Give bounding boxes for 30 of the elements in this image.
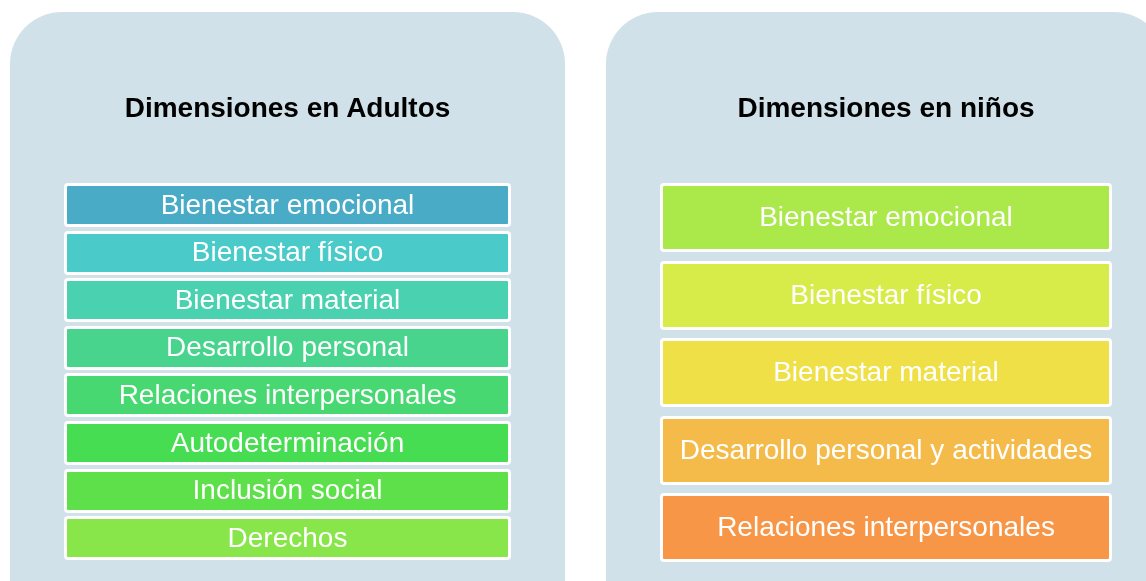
dimension-bar xyxy=(64,468,511,513)
dimension-label: Bienestar emocional xyxy=(160,189,415,221)
dimension-label: Desarrollo personal y actividades xyxy=(679,434,1093,466)
dimension-bar xyxy=(64,325,511,370)
panel-background xyxy=(606,12,1146,581)
dimension-bar xyxy=(660,183,1112,252)
dimension-bar xyxy=(64,421,511,465)
dimension-bar xyxy=(660,415,1112,485)
dimension-bar xyxy=(64,230,511,275)
dimension-label: Relaciones interpersonales xyxy=(118,380,457,411)
dimension-bar xyxy=(660,260,1112,330)
dimension-label: Derechos xyxy=(227,522,348,554)
dimension-bar xyxy=(64,183,511,227)
dimension-bar xyxy=(660,338,1112,407)
dimension-label: Bienestar material xyxy=(174,284,401,316)
panel-background xyxy=(10,12,565,581)
dimension-bar xyxy=(64,278,511,323)
panel-title: Dimensiones en niños xyxy=(736,92,1036,124)
dimension-bar xyxy=(660,493,1112,562)
dimension-label: Bienestar físico xyxy=(191,237,384,268)
dimension-label: Inclusión social xyxy=(192,475,383,506)
dimension-label: Bienestar emocional xyxy=(759,202,1013,233)
dimension-label: Relaciones interpersonales xyxy=(717,512,1055,543)
dimension-label: Bienestar físico xyxy=(790,279,982,311)
dimension-label: Autodeterminación xyxy=(170,427,405,459)
dimension-label: Bienestar material xyxy=(773,357,999,388)
dimension-bar xyxy=(64,373,511,418)
dimension-label: Desarrollo personal xyxy=(166,332,409,364)
dimension-bar xyxy=(64,516,511,561)
panel-title: Dimensiones en Adultos xyxy=(123,92,452,124)
